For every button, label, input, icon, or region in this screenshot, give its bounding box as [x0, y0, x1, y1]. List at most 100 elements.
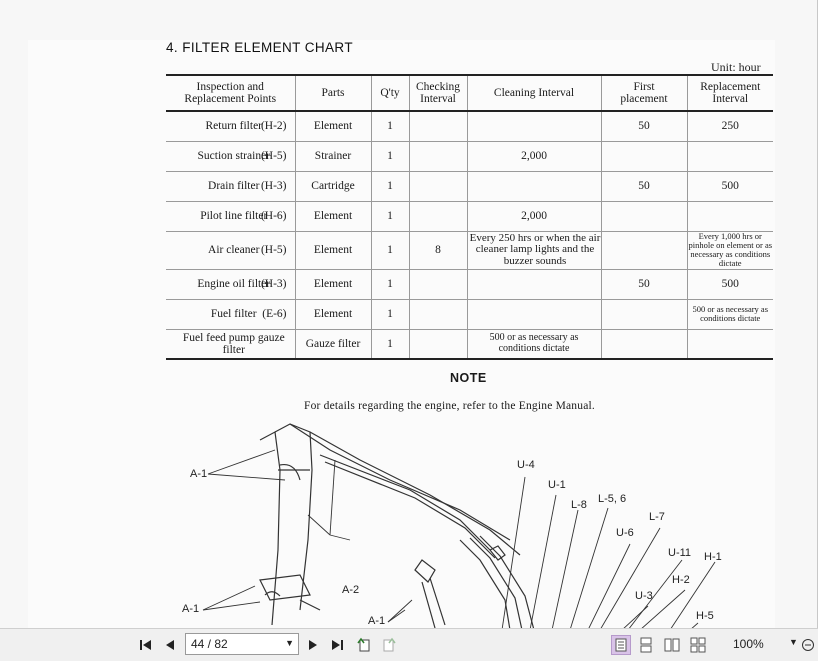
cell-part: Element — [294, 111, 371, 142]
rotate-right-icon[interactable] — [381, 637, 397, 653]
diagram-label: U-4 — [517, 459, 535, 471]
chevron-down-icon[interactable]: ▼ — [789, 637, 798, 647]
cell-check — [408, 111, 467, 142]
cell-point: Fuel filter(E-6) — [166, 299, 295, 330]
cell-point: Drain filter(H-3) — [166, 171, 295, 202]
cell-first: 50 — [600, 171, 687, 202]
diagram-label: A-1 — [368, 615, 386, 627]
table-row: Return filter(H-2) Element 1 50 250 — [166, 111, 773, 142]
table-row: Fuel filter(E-6) Element 1 500 or as nec… — [166, 299, 773, 330]
cell-replace — [686, 329, 773, 360]
cell-first — [600, 299, 687, 330]
cell-point: Pilot line filter(H-6) — [166, 201, 295, 232]
single-page-icon[interactable] — [611, 635, 631, 655]
cell-part: Element — [294, 269, 371, 300]
header-cleaning-interval: Cleaning Interval — [466, 74, 601, 112]
cell-qty: 1 — [370, 171, 409, 202]
zoom-icon[interactable] — [800, 637, 816, 653]
cell-part: Cartridge — [294, 171, 371, 202]
cell-part: Element — [294, 231, 371, 270]
last-page-icon[interactable] — [329, 637, 345, 653]
table-row: Fuel feed pump gauze filter Gauze filter… — [166, 329, 773, 360]
cell-first: 50 — [600, 111, 687, 142]
cell-replace: 500 or as necessary as conditions dictat… — [686, 299, 773, 330]
document-viewport[interactable]: 4. FILTER ELEMENT CHART Unit: hour Inspe… — [0, 0, 818, 628]
cell-replace — [686, 141, 773, 172]
cell-part: Strainer — [294, 141, 371, 172]
diagram-label: L-5, 6 — [598, 493, 627, 505]
cell-qty: 1 — [370, 329, 409, 360]
diagram-label: H-5 — [696, 610, 714, 622]
header-parts: Parts — [294, 74, 371, 112]
cell-check — [408, 171, 467, 202]
table-row: Air cleaner(H-5) Element 1 8 Every 250 h… — [166, 231, 773, 270]
continuous-icon[interactable] — [638, 637, 654, 653]
cell-check — [408, 329, 467, 360]
table-row: Pilot line filter(H-6) Element 1 2,000 — [166, 201, 773, 232]
boom-drawing — [202, 423, 716, 628]
diagram-label: L-8 — [571, 499, 587, 511]
cell-clean — [466, 299, 601, 330]
zoom-level[interactable]: 100% — [733, 637, 764, 651]
diagram-label: A-1 — [190, 468, 208, 480]
cell-first — [600, 201, 687, 232]
diagram-label: A-2 — [342, 584, 360, 596]
diagram-label: U-11 — [668, 547, 692, 559]
cell-part: Gauze filter — [294, 329, 371, 360]
cell-qty: 1 — [370, 111, 409, 142]
diagram-label: H-1 — [704, 551, 722, 563]
table-row: Engine oil filter(H-3) Element 1 50 500 — [166, 269, 773, 300]
diagram-label: U-6 — [616, 527, 634, 539]
note-heading: NOTE — [450, 371, 487, 385]
cell-clean: Every 250 hrs or when the air cleaner la… — [466, 231, 601, 270]
cell-replace: Every 1,000 hrs or pinhole on element or… — [686, 231, 773, 270]
cell-point: Return filter(H-2) — [166, 111, 295, 142]
cell-qty: 1 — [370, 269, 409, 300]
cell-check: 8 — [408, 231, 467, 270]
cell-first — [600, 231, 687, 270]
diagram-label: U-1 — [548, 479, 566, 491]
next-page-icon[interactable] — [305, 637, 321, 653]
cell-first: 50 — [600, 269, 687, 300]
cell-point: Engine oil filter(H-3) — [166, 269, 295, 300]
chart-title: 4. FILTER ELEMENT CHART — [166, 40, 353, 55]
cell-qty: 1 — [370, 299, 409, 330]
cell-check — [408, 269, 467, 300]
facing-icon[interactable] — [664, 637, 680, 653]
note-text: For details regarding the engine, refer … — [304, 400, 595, 412]
cell-replace: 500 — [686, 171, 773, 202]
diagram-label: A-1 — [182, 603, 200, 615]
cell-point: Air cleaner(H-5) — [166, 231, 295, 270]
viewer-toolbar: 44 / 82 ▼ 100% ▼ — [0, 628, 818, 661]
cell-replace: 250 — [686, 111, 773, 142]
unit-label: Unit: hour — [711, 60, 761, 74]
continuous-facing-icon[interactable] — [690, 637, 706, 653]
excavator-diagram: A-1 A-1 A-2 A-1 U-4 U-1 L-8 L-5, 6 L-7 U… — [160, 410, 750, 628]
cell-replace: 500 — [686, 269, 773, 300]
table-row: Suction strainer(H-5) Strainer 1 2,000 — [166, 141, 773, 172]
diagram-label: L-7 — [649, 511, 665, 523]
cell-first — [600, 141, 687, 172]
prev-page-icon[interactable] — [162, 637, 178, 653]
cell-check — [408, 141, 467, 172]
diagram-label: U-3 — [635, 590, 653, 602]
cell-clean: 2,000 — [466, 141, 601, 172]
cell-point: Fuel feed pump gauze filter — [166, 329, 295, 360]
cell-clean: 2,000 — [466, 201, 601, 232]
cell-part: Element — [294, 299, 371, 330]
table-row: Drain filter(H-3) Cartridge 1 50 500 — [166, 171, 773, 202]
cell-part: Element — [294, 201, 371, 232]
cell-check — [408, 299, 467, 330]
page-number-input[interactable]: 44 / 82 ▼ — [185, 633, 299, 655]
rotate-left-icon[interactable] — [356, 637, 372, 653]
cell-clean — [466, 171, 601, 202]
first-page-icon[interactable] — [138, 637, 154, 653]
cell-qty: 1 — [370, 201, 409, 232]
chevron-down-icon[interactable]: ▼ — [285, 638, 294, 648]
cell-clean: 500 or as necessary as conditions dictat… — [466, 329, 601, 360]
